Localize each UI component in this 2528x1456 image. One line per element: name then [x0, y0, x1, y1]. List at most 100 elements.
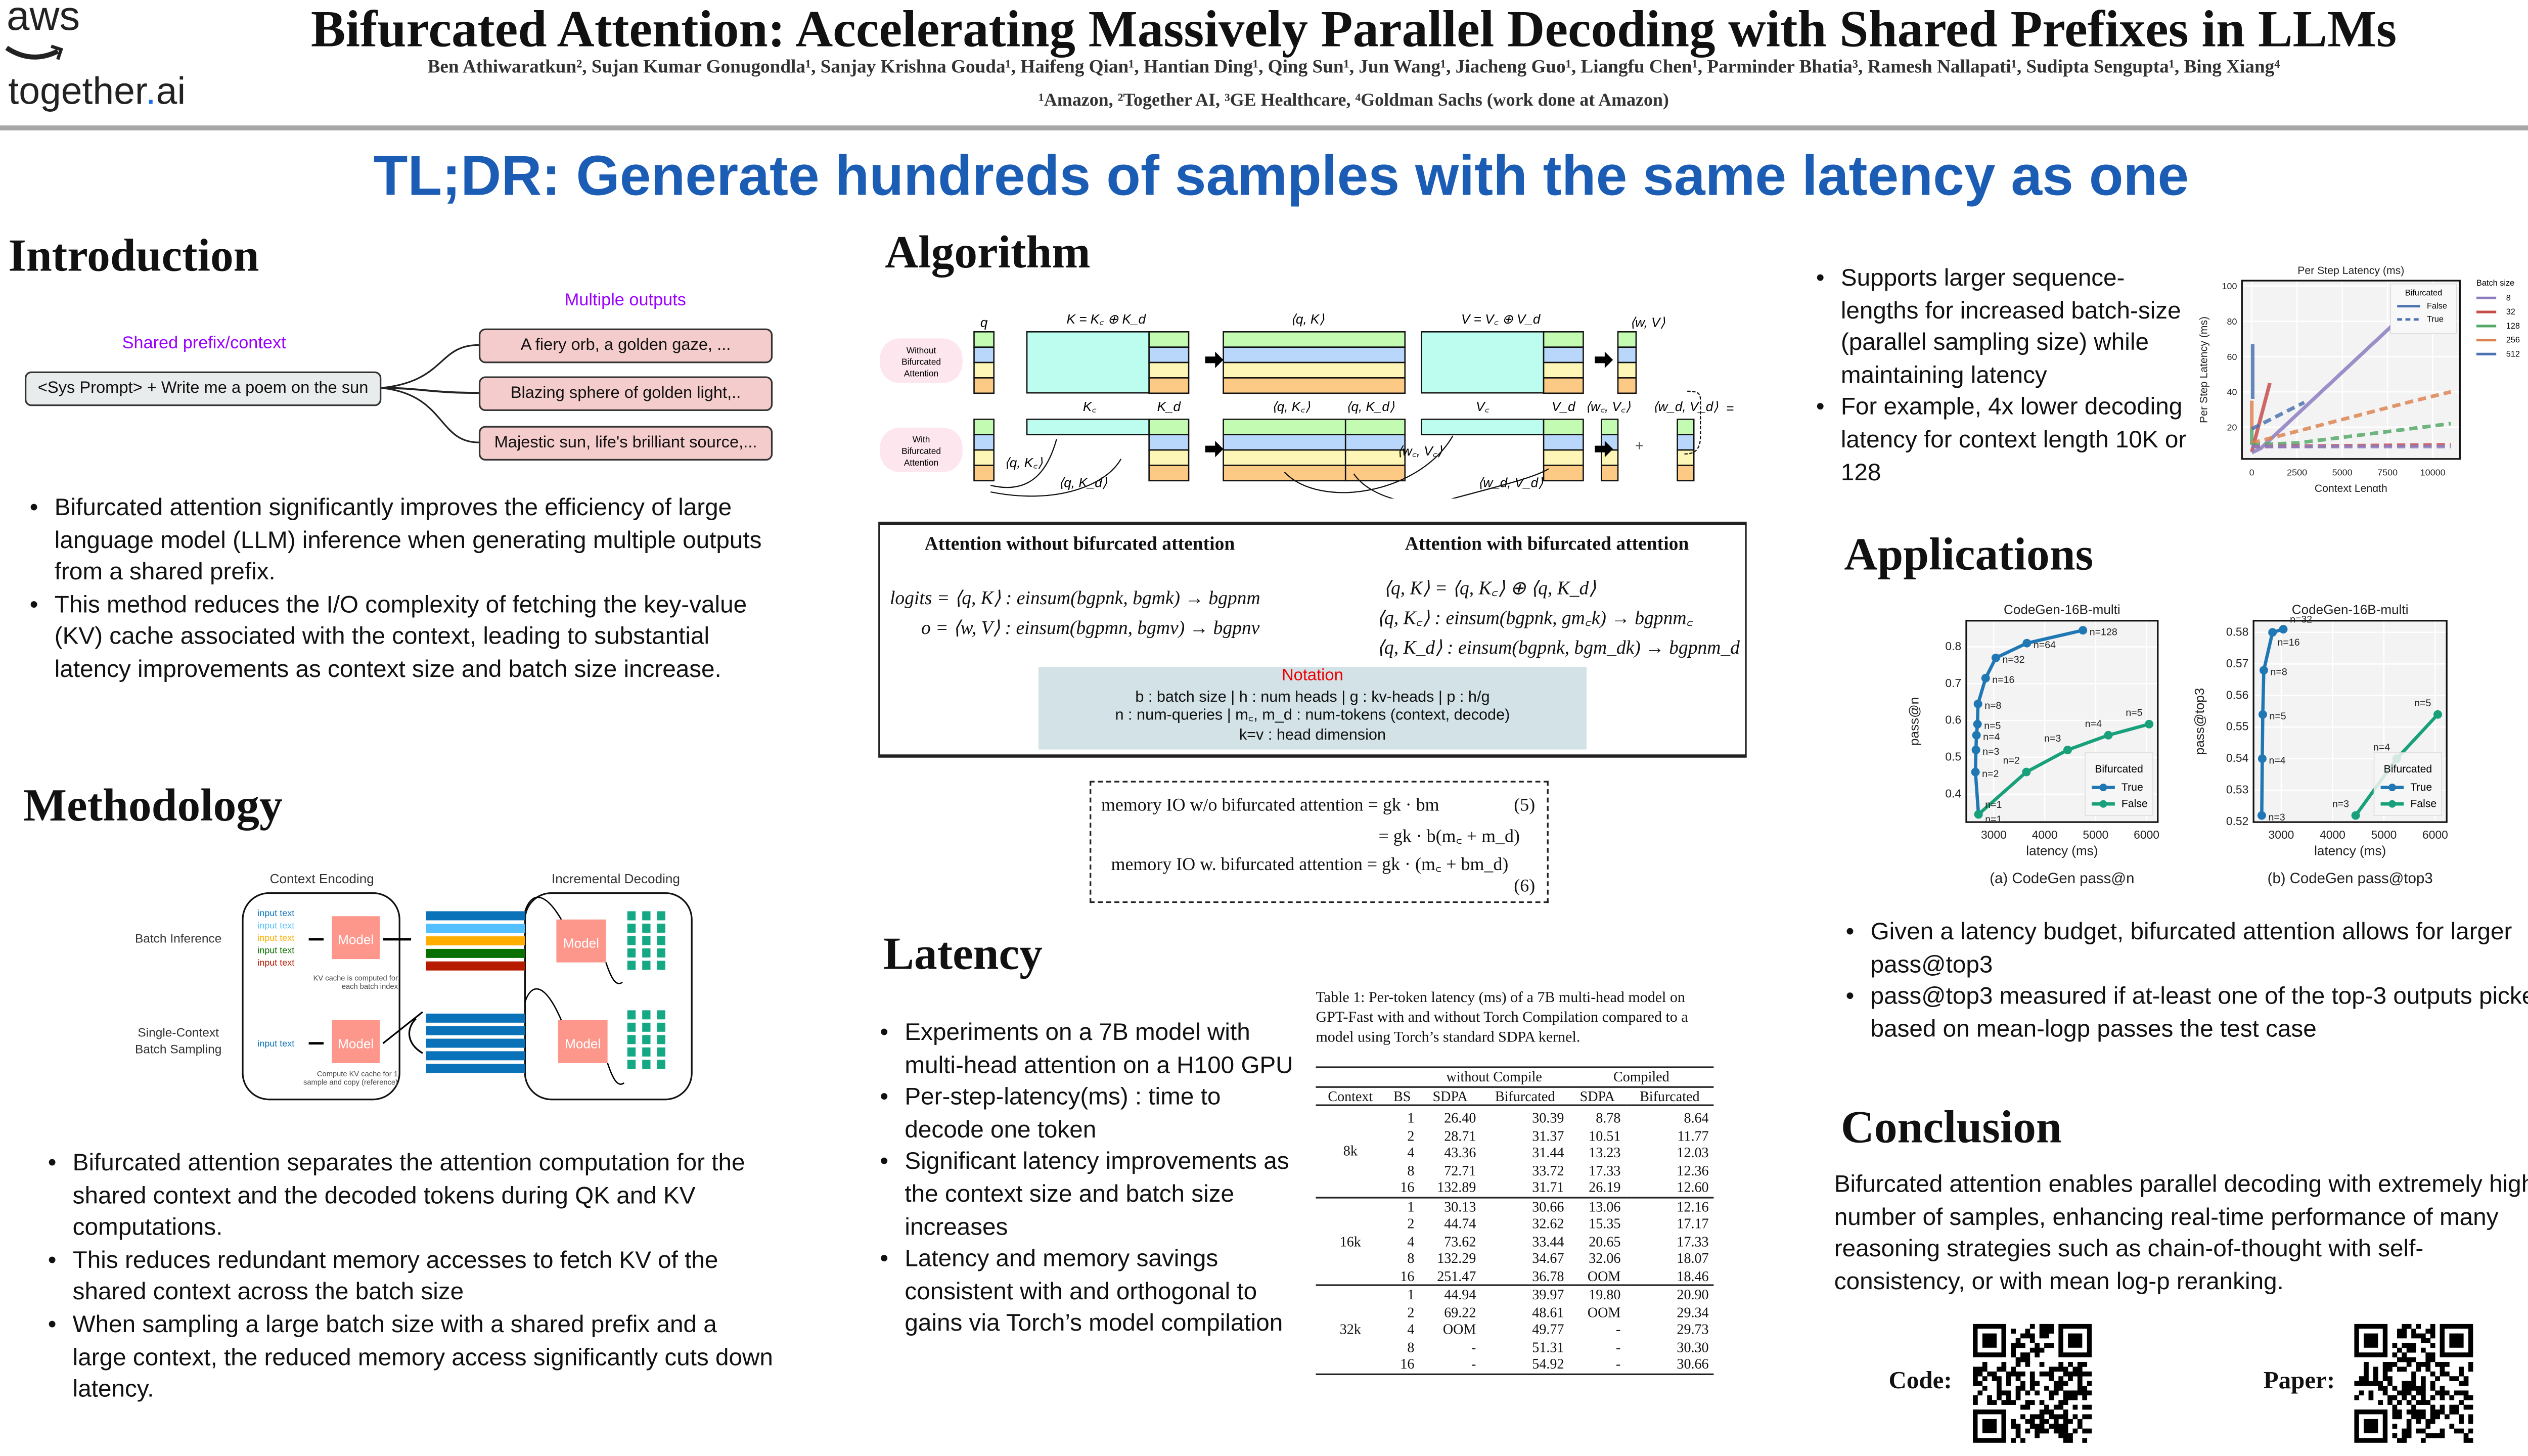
qr-module: [2049, 1324, 2054, 1329]
qr-module: [2459, 1400, 2464, 1405]
qr-module: [2416, 1324, 2421, 1329]
qr-module: [1977, 1367, 1983, 1372]
plot-frame: [2241, 280, 2461, 460]
together-logo-ai: ai: [156, 69, 186, 113]
qr-module: [2445, 1362, 2450, 1367]
qr-module: [2416, 1386, 2421, 1391]
vd-block: [1543, 346, 1584, 363]
qr-module: [2459, 1367, 2464, 1372]
point-label: n=16: [2277, 637, 2299, 648]
incremental-decoding-box: [524, 892, 693, 1101]
y-tick-label: 60: [2227, 352, 2237, 362]
qr-module: [2077, 1376, 2083, 1381]
paper-qr-code[interactable]: [2354, 1324, 2473, 1443]
kd-block: [1148, 465, 1190, 482]
qr-module: [2029, 1338, 2035, 1343]
qr-module: [2011, 1419, 2016, 1424]
table-cell: 44.74: [1444, 1215, 1476, 1232]
point-label: n=3: [2268, 812, 2285, 823]
qkc-block: [1223, 434, 1346, 451]
wcvc-block: [1601, 465, 1619, 482]
memory-eq: = gk · b(m꜀ + m_d): [1378, 827, 1520, 847]
qr-module: [2044, 1409, 2049, 1415]
qr-module: [2425, 1329, 2431, 1334]
legend-label: False: [2121, 798, 2148, 810]
qr-module: [2015, 1376, 2021, 1381]
qr-module: [2416, 1367, 2421, 1372]
legend-label: False: [2410, 798, 2436, 810]
qr-module: [2440, 1386, 2445, 1391]
qr-module: [2430, 1433, 2435, 1438]
qr-module: [2063, 1381, 2068, 1386]
token-block: [627, 923, 636, 933]
point-label: n=2: [2003, 755, 2020, 766]
vd-block: [1543, 449, 1584, 466]
wcvc-block: [1601, 419, 1619, 436]
label-v-eq: V = V꜀ ⊕ V_d: [1461, 311, 1541, 327]
qr-module: [2435, 1409, 2440, 1415]
qr-module: [2397, 1347, 2402, 1353]
flow-arrows: [990, 390, 1701, 499]
qr-module: [2435, 1362, 2440, 1367]
legend-title: Bifurcated: [2384, 763, 2432, 775]
table-cell: 54.92: [1532, 1355, 1564, 1372]
loop-arrow-icon: [524, 988, 625, 1085]
qr-module: [2068, 1433, 2073, 1438]
pill-text: Without: [907, 345, 936, 355]
prompt-box: <Sys Prompt> + Write me a poem on the su…: [24, 371, 382, 406]
qr-module: [2068, 1371, 2073, 1377]
x-tick-label: 10000: [2420, 467, 2446, 477]
table-cell: 32.62: [1532, 1215, 1564, 1232]
together-logo-text: together: [8, 69, 146, 113]
qr-module: [2029, 1386, 2035, 1391]
qr-module: [1982, 1367, 1988, 1372]
qr-module: [2029, 1347, 2035, 1353]
input-text: input text: [257, 958, 294, 968]
qr-module: [2406, 1433, 2412, 1438]
intro-diagram: Multiple outputs Shared prefix/context <…: [0, 291, 792, 472]
qr-module: [2382, 1362, 2388, 1367]
legend-title: Batch size: [2476, 279, 2514, 288]
qr-module: [2411, 1409, 2416, 1415]
qr-module: [2082, 1395, 2088, 1400]
qr-module: [2406, 1419, 2412, 1424]
qr-module: [2072, 1395, 2078, 1400]
qr-module: [2449, 1424, 2455, 1429]
equation: ⟨q, K_d⟩ : einsum(bgpnk, bgm_dk) → bgpnm…: [1377, 639, 1740, 659]
notation-title: Notation: [1282, 667, 1343, 686]
qr-module: [2039, 1419, 2045, 1424]
qr-module: [2430, 1409, 2435, 1415]
paper-label: Paper:: [2263, 1368, 2335, 1395]
legend-label: 512: [2506, 349, 2520, 358]
q-block: [973, 346, 995, 363]
qr-module: [2468, 1395, 2473, 1400]
qr-module: [2077, 1381, 2083, 1386]
qr-module: [2425, 1357, 2431, 1362]
qr-module: [2411, 1395, 2416, 1400]
qr-module: [1973, 1400, 1978, 1405]
qr-module: [2430, 1386, 2435, 1391]
column-header: SDPA: [1432, 1087, 1468, 1104]
poster-title: Bifurcated Attention: Accelerating Massi…: [310, 0, 2397, 58]
figure-caption: (b) CodeGen pass@top3: [2268, 870, 2433, 887]
qr-module: [2020, 1357, 2025, 1362]
qr-module: [2392, 1352, 2398, 1357]
kv-note: KV cache is computed for: [313, 975, 398, 983]
q-block: [973, 434, 995, 451]
kc-block: [1026, 419, 1150, 436]
qr-module: [2406, 1390, 2412, 1396]
legend-label: True: [2410, 782, 2432, 793]
equation: ⟨q, K⟩ = ⟨q, K꜀⟩ ⊕ ⟨q, K_d⟩: [1383, 579, 1596, 600]
table-cell: 4: [1407, 1144, 1415, 1161]
q-block: [973, 449, 995, 466]
qr-module: [2459, 1419, 2464, 1424]
qr-module: [2049, 1329, 2054, 1334]
chart-title: CodeGen-16B-multi: [2004, 602, 2120, 617]
code-qr-code[interactable]: [1973, 1324, 2092, 1443]
qr-module: [2035, 1381, 2040, 1386]
qr-module: [2039, 1362, 2045, 1367]
qr-module: [2072, 1367, 2078, 1372]
together-logo-dot: .: [145, 69, 156, 113]
wv-block: [1617, 377, 1637, 394]
